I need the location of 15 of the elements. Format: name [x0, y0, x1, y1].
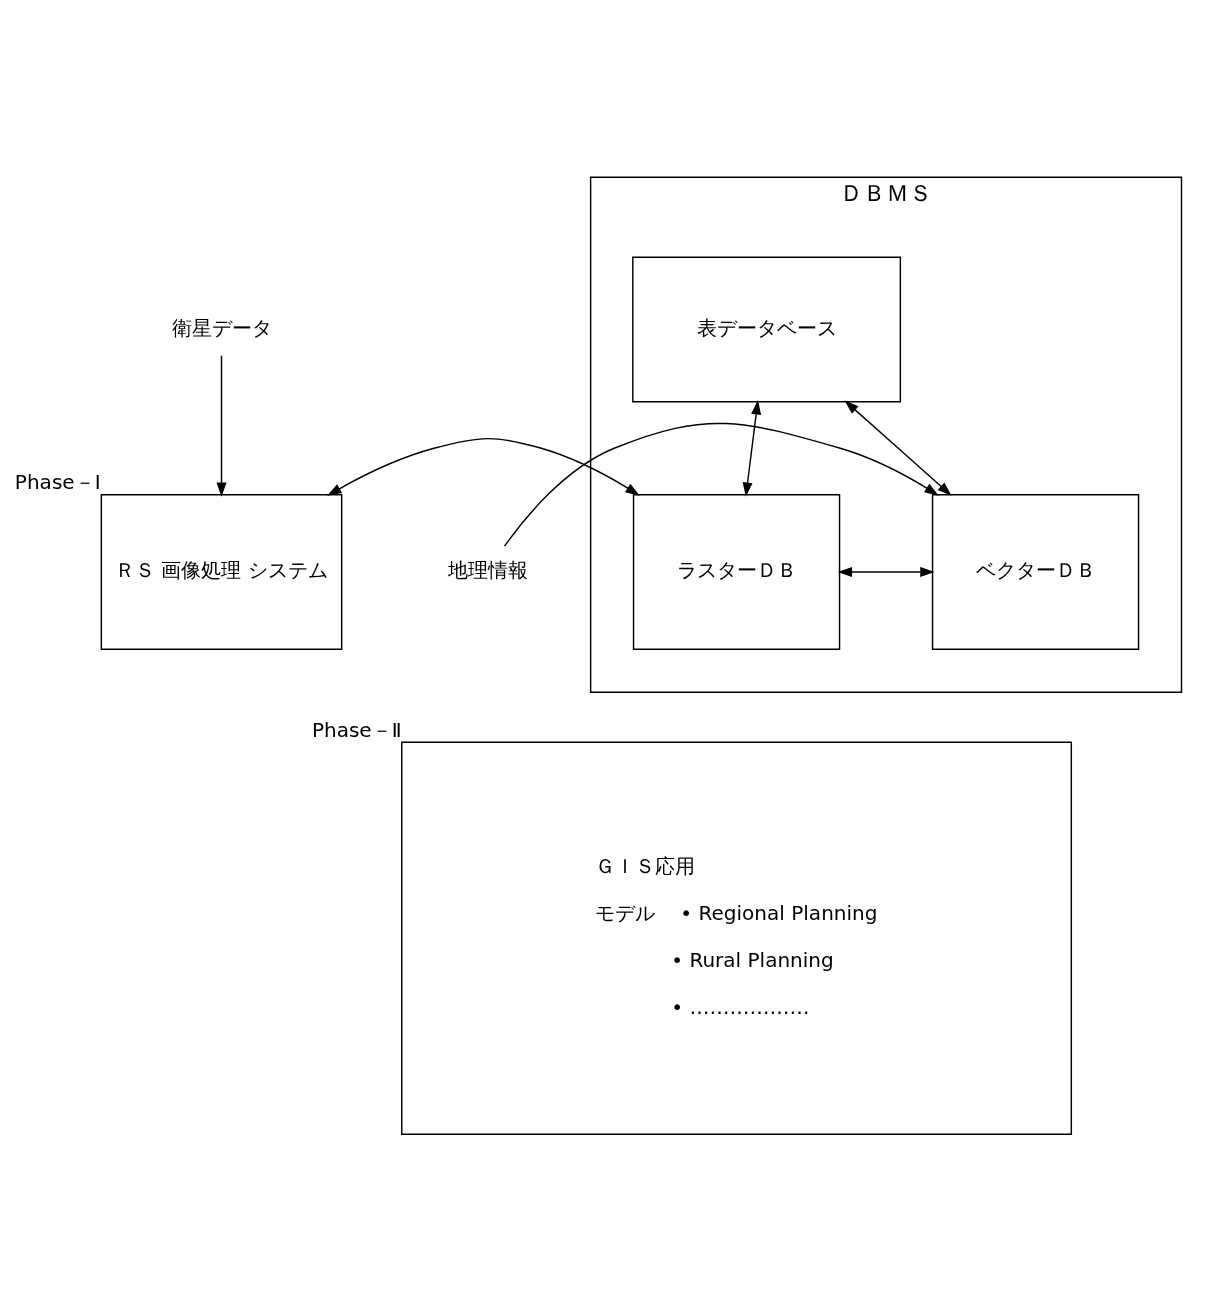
arrow	[837, 567, 935, 578]
arrow	[844, 400, 952, 496]
arrow	[742, 400, 762, 497]
node-text: 衛星データ	[171, 315, 272, 340]
node-box: ＲＳ 画像処理 システム	[100, 494, 343, 650]
node-text: 地理情報	[447, 558, 528, 583]
arrow	[327, 437, 640, 496]
node-box: ＧＩＳ応用 モデル • Regional Planning • Rural Planning • ………………	[401, 741, 1073, 1135]
node-box: 表データベース	[632, 256, 902, 403]
node-label: Phase－Ⅱ	[311, 717, 402, 742]
node-label: Phase－Ⅰ	[14, 470, 101, 495]
node-box: ラスターＤＢ	[632, 494, 841, 650]
node-box: ベクターＤＢ	[931, 494, 1140, 650]
arrow	[216, 355, 227, 497]
arrow	[503, 422, 939, 547]
